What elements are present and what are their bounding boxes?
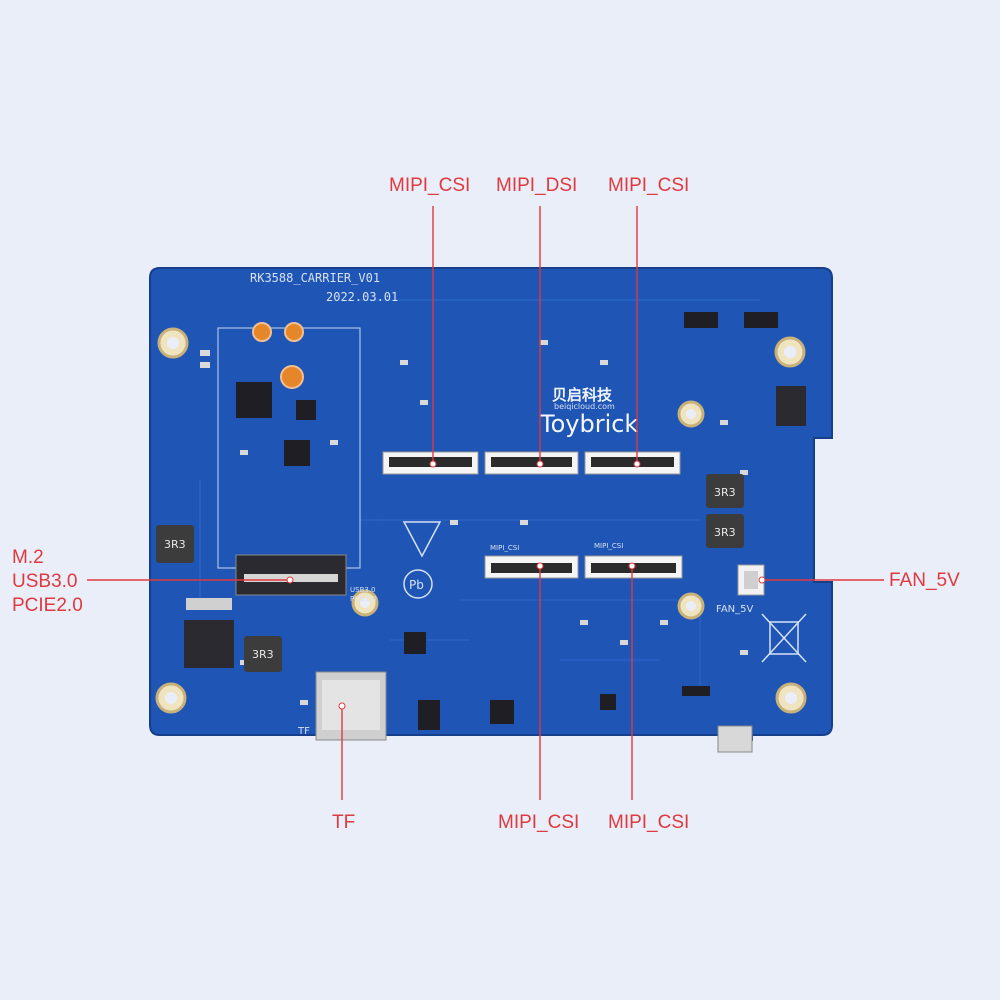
- silk-fan: FAN_5V: [716, 604, 754, 615]
- power-mosfet: [184, 598, 234, 668]
- test-point: [284, 322, 304, 342]
- fpc-connector-top-right: [584, 451, 681, 475]
- callout-label-top-left: MIPI_CSI: [389, 175, 471, 196]
- test-point: [252, 322, 272, 342]
- svg-text:3R3: 3R3: [164, 538, 186, 551]
- svg-text:3R3: 3R3: [252, 648, 274, 661]
- mounting-holes: [155, 327, 807, 714]
- test-point: [280, 365, 304, 389]
- callout-label-top-mid: MIPI_DSI: [496, 175, 578, 196]
- m2-slot: USB3.0 PCIE2.0: [235, 554, 377, 603]
- callout-label-top-right: MIPI_CSI: [608, 175, 690, 196]
- inductor: 3R3: [706, 474, 744, 508]
- tf-card-slot: TF: [297, 671, 387, 741]
- fpc-connector-top-mid: [484, 451, 579, 475]
- silk-model: RK3588_CARRIER_V01: [250, 271, 380, 285]
- brand-url: beiqicloud.com: [554, 402, 615, 411]
- inductor: 3R3: [156, 525, 194, 563]
- callout-lines: [87, 206, 884, 800]
- callout-label-m2-line3: PCIE2.0: [12, 595, 83, 616]
- silk-usb30: USB3.0: [350, 586, 376, 594]
- callout-label-bottom-left: MIPI_CSI: [498, 812, 580, 833]
- callout-label-bottom-right: MIPI_CSI: [608, 812, 690, 833]
- weee-bin-icon: [761, 613, 807, 663]
- callout-dots: [286, 460, 766, 710]
- fpc-connector-bottom-left: [484, 555, 579, 579]
- silk-csi-right: MIPI_CSI: [594, 542, 623, 550]
- callout-label-fan: FAN_5V: [889, 570, 960, 591]
- callout-label-m2-line1: M.2: [12, 547, 44, 568]
- svg-text:3R3: 3R3: [714, 486, 736, 499]
- pb-free-logo: Pb: [403, 569, 433, 599]
- callout-label-m2-line2: USB3.0: [12, 571, 78, 592]
- brand-logo: Toybrick: [539, 410, 638, 438]
- svg-text:Pb: Pb: [409, 578, 424, 592]
- brand-cn: 贝启科技: [552, 386, 613, 404]
- esd-warning-icon: [402, 521, 442, 558]
- power-connector: [717, 725, 753, 753]
- svg-text:3R3: 3R3: [714, 526, 736, 539]
- inductor: 3R3: [244, 636, 282, 672]
- silk-date: 2022.03.01: [326, 290, 398, 304]
- silk-tf: TF: [297, 726, 310, 737]
- silk-csi-left: MIPI_CSI: [490, 544, 519, 552]
- ic-chips: [236, 312, 806, 730]
- inductor: 3R3: [706, 514, 744, 548]
- callout-label-tf: TF: [332, 812, 356, 833]
- silk-pcie20: PCIE2.0: [350, 595, 377, 603]
